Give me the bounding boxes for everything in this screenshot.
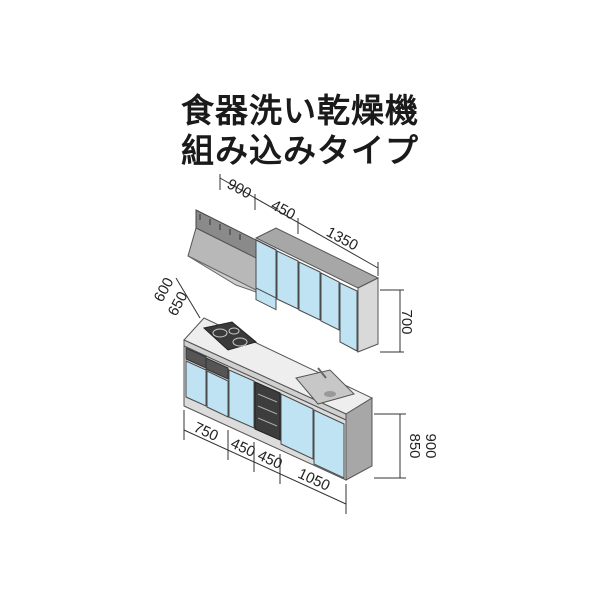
- lower-width-750: 750: [191, 419, 221, 445]
- base-door-4: [280, 393, 314, 460]
- title-line-2: 組み込みタイプ: [181, 131, 419, 170]
- counter-height-850: 850: [406, 433, 423, 458]
- upper-door-a: [255, 239, 277, 299]
- upper-height-700: 700: [398, 309, 415, 334]
- upper-door-d: [320, 272, 340, 331]
- base-door-2: [206, 370, 229, 418]
- upper-height-dimension: 700: [380, 289, 415, 353]
- upper-width-900: 900: [224, 176, 254, 203]
- base-door-5: [313, 409, 345, 479]
- upper-door-e: [339, 282, 358, 352]
- counter-height-900: 900: [422, 433, 439, 458]
- depth-dimension: 600 650: [151, 275, 201, 319]
- dishwasher: [254, 381, 281, 441]
- lower-cabinets: [183, 317, 374, 481]
- upper-door-c: [298, 261, 321, 321]
- range-hood: [187, 209, 257, 293]
- title-line-1: 食器洗い乾燥機: [181, 91, 419, 130]
- counter-height-dimension: 850 900: [374, 413, 439, 479]
- base-door-3: [228, 369, 255, 429]
- lower-width-450-a: 450: [228, 435, 258, 461]
- sink: [295, 369, 355, 405]
- upper-cabinets: [254, 227, 380, 353]
- base-door-1: [185, 360, 207, 407]
- upper-door-b: [276, 250, 299, 310]
- upper-width-1350: 1350: [323, 224, 360, 255]
